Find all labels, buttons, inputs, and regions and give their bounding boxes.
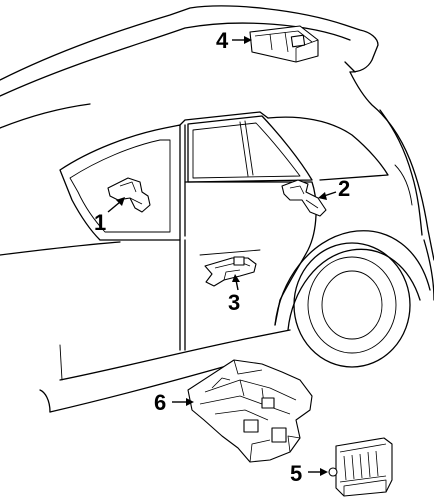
part-3-bracket (204, 256, 257, 287)
part-4-module (249, 25, 319, 63)
callout-number-1: 1 (94, 210, 106, 235)
vehicle-body (0, 5, 434, 413)
part-2-bracket (281, 179, 327, 217)
callout-number-6: 6 (154, 390, 166, 415)
callout-arrows (107, 36, 337, 476)
callout-number-5: 5 (290, 461, 302, 486)
part-6-relay-box (187, 359, 313, 463)
callout-number-3: 3 (228, 290, 240, 315)
callout-number-4: 4 (216, 28, 229, 53)
part-1-bracket (107, 177, 151, 213)
callout-number-2: 2 (338, 176, 350, 201)
part-5-control-module (328, 437, 393, 497)
